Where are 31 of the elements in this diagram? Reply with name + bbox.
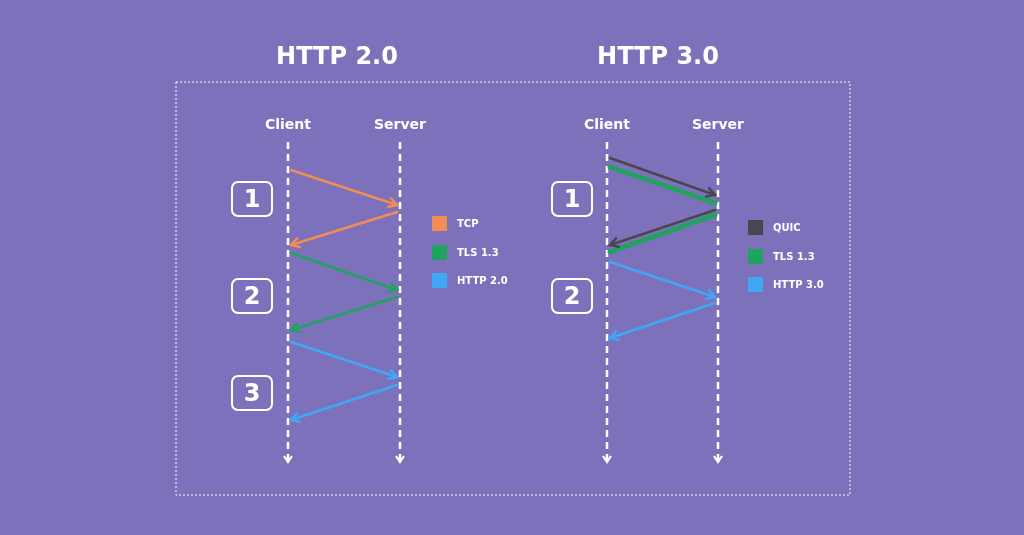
arrow <box>289 340 399 381</box>
legend-label: QUIC <box>773 222 801 233</box>
step-number-box: 2 <box>231 278 273 314</box>
legend-label: TLS 1.3 <box>773 251 815 262</box>
lifeline <box>397 142 403 464</box>
arrow <box>289 251 399 294</box>
arrow <box>608 208 717 249</box>
column-label: Client <box>584 116 630 132</box>
arrow <box>289 168 399 209</box>
arrow <box>608 156 717 199</box>
column-label: Client <box>265 116 311 132</box>
lifeline <box>285 142 291 464</box>
legend-label: TLS 1.3 <box>457 247 499 258</box>
column-label: Server <box>692 116 744 132</box>
heading: HTTP 3.0 <box>597 42 719 70</box>
step-number-box: 1 <box>551 181 593 217</box>
step-number-box: 2 <box>551 278 593 314</box>
arrow <box>289 383 399 424</box>
arrow <box>289 295 399 334</box>
legend-label: TCP <box>457 218 479 229</box>
column-label: Server <box>374 116 426 132</box>
arrow <box>608 260 717 301</box>
lifeline <box>715 142 721 464</box>
step-number-box: 1 <box>231 181 273 217</box>
arrow <box>289 210 399 249</box>
heading: HTTP 2.0 <box>276 42 398 70</box>
legend-label: HTTP 2.0 <box>457 275 508 286</box>
step-number-box: 3 <box>231 375 273 411</box>
lifeline <box>604 142 610 464</box>
arrow <box>608 301 717 342</box>
legend-label: HTTP 3.0 <box>773 279 824 290</box>
